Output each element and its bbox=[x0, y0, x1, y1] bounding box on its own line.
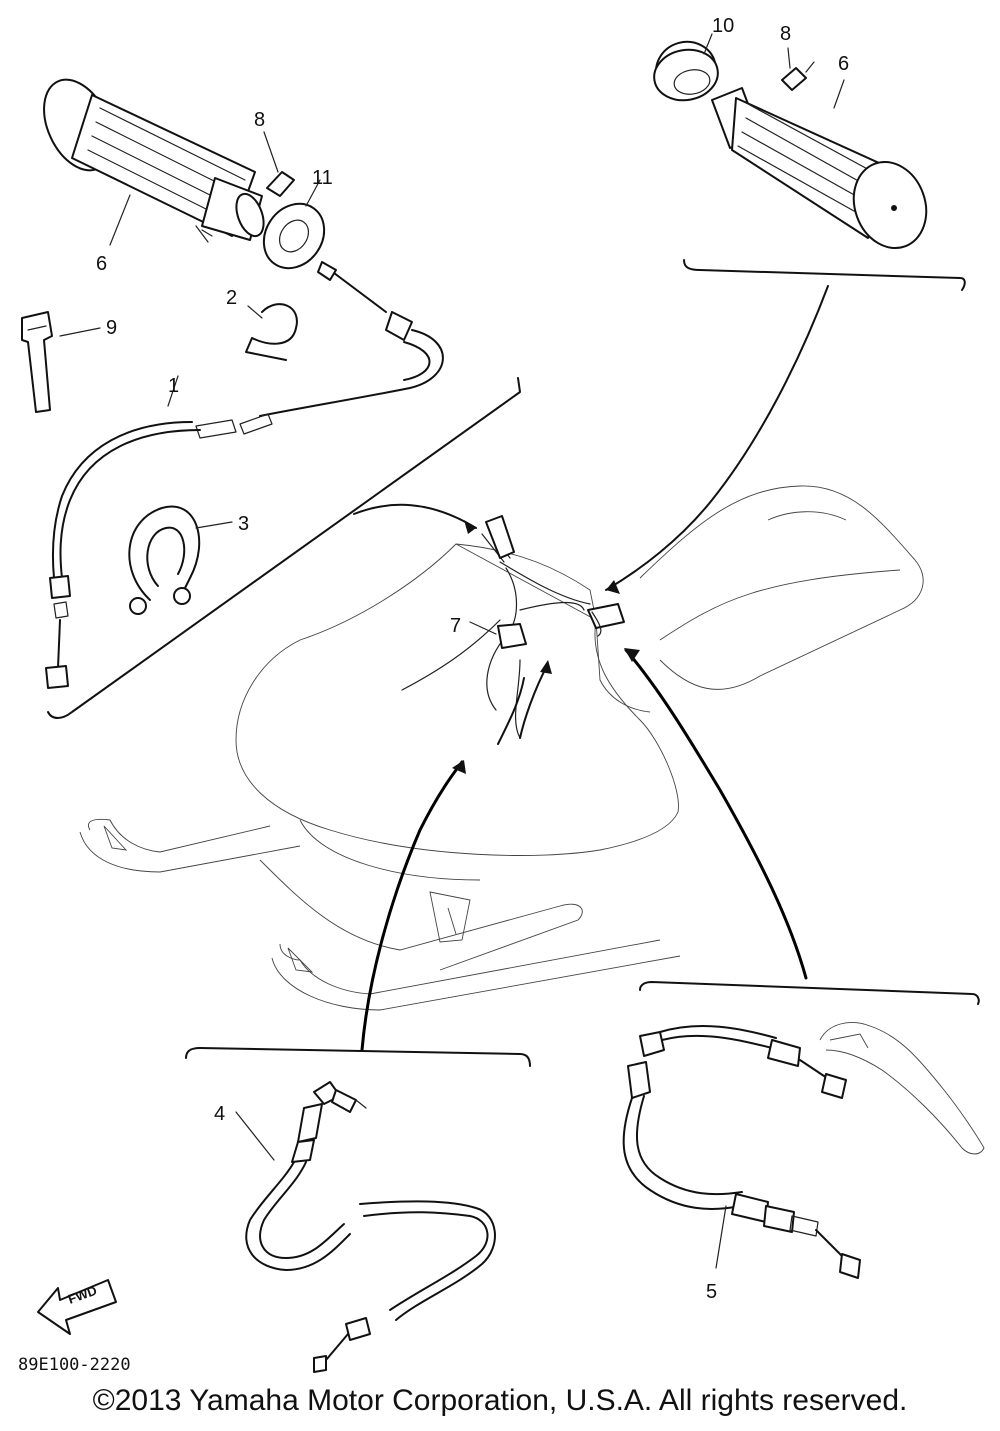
part-label-6-left: 6 bbox=[96, 253, 107, 275]
screw-left bbox=[263, 131, 295, 197]
part-label-11: 11 bbox=[312, 167, 333, 189]
part-label-3: 3 bbox=[238, 513, 249, 535]
fwd-arrow-icon: FWD bbox=[37, 1279, 117, 1335]
group-divider-upper-left bbox=[47, 377, 521, 719]
throttle-cable-1 bbox=[45, 261, 444, 689]
copyright-notice: ©2013 Yamaha Motor Corporation, U.S.A. A… bbox=[92, 1384, 908, 1417]
part-label-6-right: 6 bbox=[838, 53, 849, 75]
group-divider-upper-right bbox=[683, 259, 966, 291]
leader-arrows bbox=[353, 285, 829, 1052]
left-grip bbox=[43, 78, 265, 243]
part-label-10: 10 bbox=[712, 15, 734, 37]
key-9 bbox=[21, 311, 101, 413]
part-label-8-right: 8 bbox=[780, 23, 791, 45]
screw-right bbox=[781, 47, 815, 91]
clamp-3 bbox=[128, 505, 233, 615]
snowmobile-body bbox=[79, 485, 924, 1011]
part-label-7: 7 bbox=[450, 615, 461, 637]
part-label-1: 1 bbox=[168, 375, 179, 397]
clip-2 bbox=[245, 303, 298, 361]
part-label-8-left: 8 bbox=[254, 109, 265, 131]
collar-11 bbox=[262, 179, 326, 270]
cable-4 bbox=[235, 1081, 496, 1373]
part-label-2: 2 bbox=[226, 287, 237, 309]
part-label-4: 4 bbox=[214, 1103, 225, 1125]
group-divider-lower-left bbox=[185, 1047, 531, 1067]
drawing-code: 89E100-2220 bbox=[18, 1355, 131, 1375]
part-label-9: 9 bbox=[106, 317, 117, 339]
left-grip-leader bbox=[109, 194, 131, 246]
group-divider-lower-right bbox=[639, 981, 980, 1005]
part-label-5: 5 bbox=[706, 1281, 717, 1303]
cable-5 bbox=[622, 1022, 985, 1279]
collar-10 bbox=[653, 33, 719, 102]
